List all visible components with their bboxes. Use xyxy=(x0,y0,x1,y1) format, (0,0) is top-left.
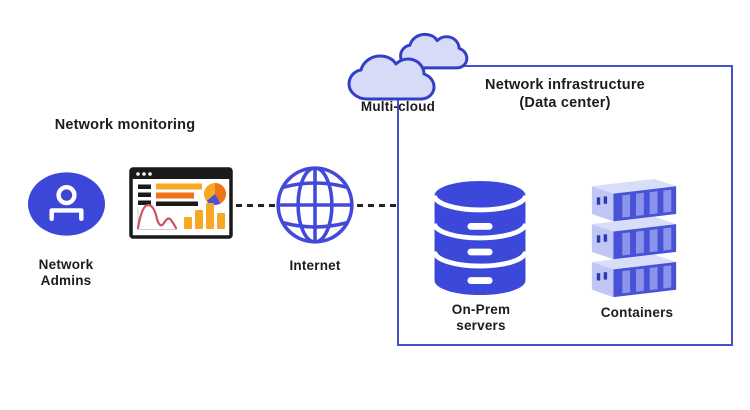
containers-label: Containers xyxy=(600,305,674,320)
onprem-label-line2: servers xyxy=(456,318,506,334)
person-avatar-icon xyxy=(27,172,106,236)
datacenter-box xyxy=(397,65,733,346)
onprem-label: On-Prem servers xyxy=(430,302,532,335)
datacenter-title-line1: Network infrastructure xyxy=(485,77,645,93)
network-monitoring-heading: Network monitoring xyxy=(54,117,196,133)
monitoring-dashboard-icon xyxy=(129,167,233,239)
admins-label-line1: Network xyxy=(38,257,94,272)
multicloud-label: Multi-cloud xyxy=(360,99,436,114)
admins-label-line2: Admins xyxy=(40,273,92,289)
datacenter-title-line2: (Data center) xyxy=(519,94,611,111)
onprem-label-line1: On-Prem xyxy=(451,302,511,317)
on-prem-database-icon xyxy=(432,180,528,296)
admins-label: Network Admins xyxy=(16,257,116,290)
containers-stack-icon xyxy=(591,178,677,298)
multi-cloud-icon xyxy=(347,32,469,101)
internet-label: Internet xyxy=(289,258,341,273)
datacenter-title: Network infrastructure (Data center) xyxy=(430,77,700,112)
internet-globe-icon xyxy=(276,166,354,244)
